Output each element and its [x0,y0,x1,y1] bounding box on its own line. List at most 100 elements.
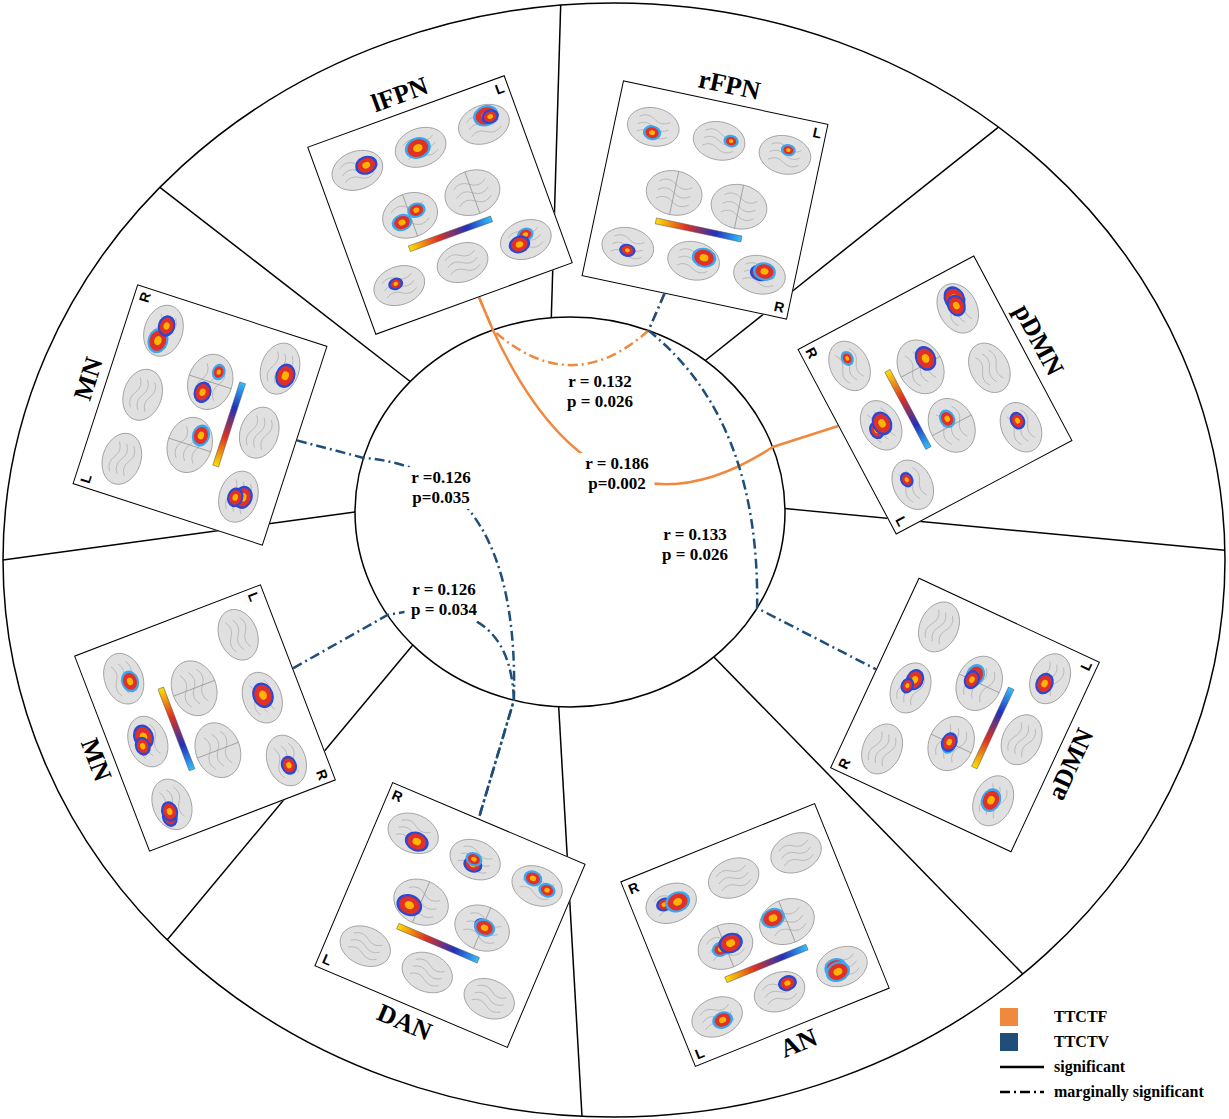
network-panel: MN L R [74,584,336,852]
legend-sample [1000,1058,1044,1076]
brain-surface [96,428,148,489]
brain-surface [458,971,521,1027]
line-sample [1000,1058,1044,1076]
legend-text: significant [1054,1058,1125,1076]
brain-maps [316,783,585,1047]
network-panel: DANRL [314,782,585,1048]
legend-row: marginally significant [1000,1079,1204,1104]
ring-divider [785,509,1225,551]
brain-surface [992,395,1050,459]
orientation-label: R [834,755,854,773]
brain-surface [438,162,506,223]
brain-surface [707,179,771,234]
line-sample [1000,1083,1044,1101]
brain-surface [334,918,397,974]
line-style [1000,1090,1044,1093]
color-bar [397,923,480,963]
brain-surface [506,858,569,914]
brain-maps [583,82,828,319]
brain-surface [919,709,983,779]
outer-ring [3,3,1225,1117]
brain-surface [390,120,452,174]
brain-surface [753,891,822,953]
legend-text: TTCTF [1054,1008,1107,1026]
color-swatch [1000,1033,1018,1051]
orientation-label: L [692,1044,708,1063]
color-bar [725,944,808,982]
brain-surface [116,364,168,425]
color-bar [655,218,742,242]
orientation-label: R [625,878,642,897]
brain-surface [259,729,313,791]
brain-surface [730,251,789,299]
legend-row: significant [1000,1054,1204,1079]
brain-surface [160,411,219,478]
color-bar [408,216,492,252]
brain-surface [765,825,828,880]
brain-surface [686,989,749,1044]
brain-surface [97,647,151,709]
brain-maps [74,285,327,544]
brain-surface [181,348,240,415]
network-label: pDMN [1005,296,1071,385]
brain-surface [882,656,939,719]
legend-sample [1000,1008,1044,1026]
orientation-label: R [312,766,331,783]
orientation-label: R [135,289,154,305]
correlation-arc [479,297,838,484]
orientation-label: R [802,344,822,362]
brain-surface [911,595,968,658]
brain-surface [929,276,987,340]
brain-surface [326,144,388,198]
brain-surface [211,604,265,666]
ring-divider [551,5,560,318]
brain-surface [598,223,657,271]
brain-surface [640,876,703,931]
orientation-label: L [1077,658,1096,674]
brain-surface [820,334,878,398]
brain-surface [702,851,765,906]
network-label: MN [73,731,119,790]
brain-surface [960,336,1018,400]
brain-maps [621,804,888,1066]
network-panel: lFPNL [307,75,573,335]
network-panel: pDMNLR [797,255,1072,534]
legend: TTCTF TTCTV significant marginally signific… [1000,1004,1204,1104]
brain-surface [495,213,557,267]
brain-surface [396,945,459,1001]
inner-circle [355,317,785,707]
network-label: MN [67,350,111,408]
network-label: AN [772,1021,825,1066]
orientation-label: L [810,124,824,142]
network-label: lFPN [364,70,436,121]
network-panel: MNLR [72,284,327,546]
color-swatch [1000,1008,1018,1026]
brain-surface [919,390,984,460]
brain-surface [212,466,264,527]
brain-surface [453,97,515,151]
legend-text: TTCTV [1054,1033,1109,1051]
brain-surface [235,666,289,728]
orientation-label: R [772,298,787,316]
orientation-label: R [389,786,406,805]
correlation-label: r = 0.132 p = 0.026 [561,371,640,413]
brain-surface [387,871,456,934]
brain-surface [965,769,1022,832]
orientation-label: L [492,79,507,98]
brain-surface [145,773,199,835]
brain-surface [664,237,723,285]
network-panel: aDMN R L [830,578,1100,853]
orientation-label: L [244,589,263,605]
color-bar [972,687,1014,769]
color-bar [213,382,246,467]
brain-surface [993,708,1050,771]
network-label: aDMN [1040,720,1102,808]
network-panel: rFPNLR [582,80,829,319]
ring-divider [3,512,355,560]
color-bar [885,369,931,449]
legend-sample [1000,1083,1044,1101]
brain-surface [811,939,874,994]
brain-surface [137,300,189,361]
correlation-arc [479,294,665,366]
brain-surface [624,103,683,151]
